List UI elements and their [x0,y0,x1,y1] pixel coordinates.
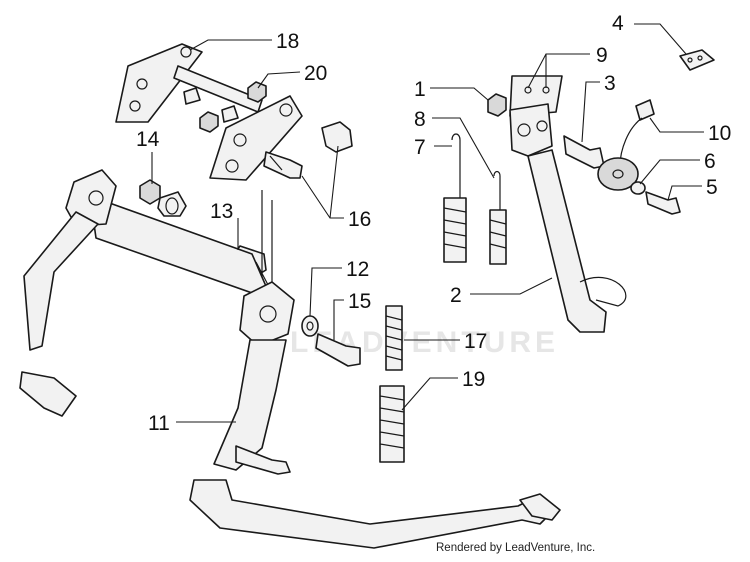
leader-5 [667,185,702,201]
part-11-center-stand [19,169,561,549]
callout-labels: 18 20 14 13 16 12 15 17 19 11 1 8 7 9 3 … [136,12,731,435]
part-16-bolt [263,121,353,179]
part-15-bolt [315,333,361,367]
part-14-spacer [157,191,187,217]
callout-1: 1 [414,78,426,101]
part-4-clip [679,49,715,71]
render-credit: Rendered by LeadVenture, Inc. [436,542,596,554]
callout-10: 10 [708,122,731,145]
callout-4: 4 [612,12,624,35]
part-3-bolt [563,135,605,169]
part-17-spring [385,305,403,371]
part-10-switch [597,99,655,191]
callout-15: 15 [348,290,371,313]
part-1-nut [487,93,507,117]
leader-20 [257,71,301,89]
callout-20: 20 [304,62,327,85]
part-9-plate [509,75,563,117]
leader-lines [151,23,704,423]
leader-4 [634,23,687,55]
callout-13: 13 [210,200,233,223]
leader-19 [401,377,458,411]
part-18-mounting-bracket [115,43,263,123]
leader-9 [527,53,590,89]
part-14-nut [139,179,161,205]
part-2-side-stand [509,103,627,333]
callout-3: 3 [604,72,616,95]
callout-7: 7 [414,136,426,159]
part-19-spring [379,385,405,463]
callout-17: 17 [464,330,487,353]
leader-1 [430,87,489,101]
part-8-spring [489,170,507,265]
callout-16: 16 [348,208,371,231]
callout-18: 18 [276,30,299,53]
leader-12 [309,267,342,317]
callout-12: 12 [346,258,369,281]
leader-18 [189,39,272,51]
leader-10 [649,117,704,133]
part-5-bolt [645,191,681,215]
callout-11: 11 [148,412,170,435]
callout-6: 6 [704,150,716,173]
part-7-spring [443,133,467,263]
leader-3 [581,81,600,143]
callout-5: 5 [706,176,718,199]
part-6-washer [630,181,646,195]
callout-9: 9 [596,44,608,67]
callout-19: 19 [462,368,485,391]
callout-8: 8 [414,108,426,131]
leader-6 [639,159,700,185]
part-18-plate-right [209,95,303,181]
leader-2 [470,277,553,295]
leader-16 [301,145,344,219]
callout-2: 2 [450,284,462,307]
leader-15 [333,299,344,340]
leader-8 [432,117,495,179]
callout-14: 14 [136,128,160,151]
part-20-nut [199,81,267,133]
part-12-washer [301,315,319,337]
